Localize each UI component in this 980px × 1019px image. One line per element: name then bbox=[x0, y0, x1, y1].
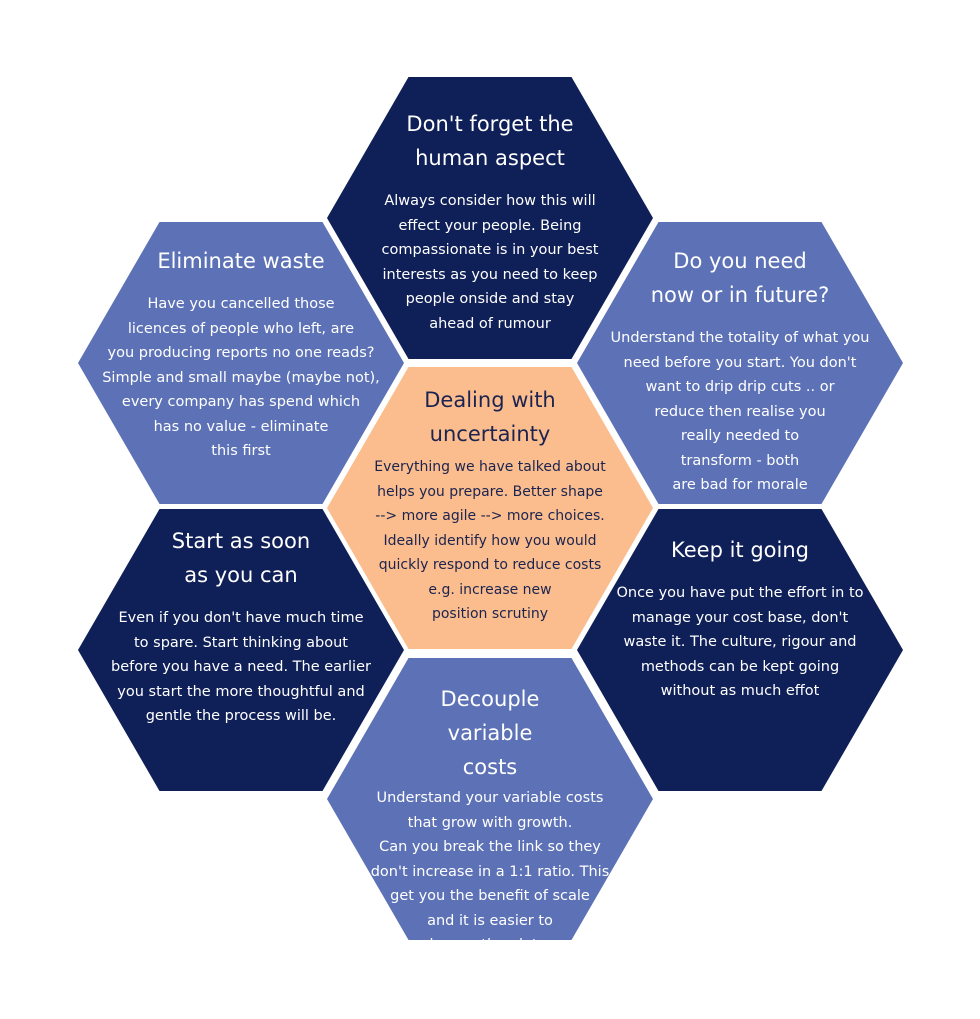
hexagon-body: Understand the totality of what you need… bbox=[610, 330, 870, 493]
hexagon-decouple-variable-costs: Decouple variable costs Understand your … bbox=[327, 658, 653, 940]
hexagon-title: Dealing with uncertainty bbox=[424, 388, 556, 446]
hexagon-body: Always consider how this will effect you… bbox=[381, 193, 599, 332]
hexagon-body: Have you cancelled those licences of peo… bbox=[102, 296, 380, 459]
hexagon-body: Everything we have talked about helps yo… bbox=[374, 459, 606, 622]
hexagon-title: Don't forget the human aspect bbox=[406, 112, 574, 170]
hexagon-body: Once you have put the effort in to manag… bbox=[616, 585, 864, 699]
hexagon-title: Eliminate waste bbox=[157, 249, 325, 273]
hexagon-title: Decouple variable costs bbox=[440, 687, 540, 779]
hexagon-start-as-soon: Start as soon as you can Even if you don… bbox=[78, 509, 404, 791]
hexagon-title: Start as soon as you can bbox=[171, 529, 311, 587]
hexagon-title: Keep it going bbox=[671, 538, 809, 562]
hexagon-body: Understand your variable costs that grow… bbox=[370, 790, 610, 953]
hexagon-body: Even if you don't have much time to spar… bbox=[111, 610, 371, 724]
hexagon-title: Do you need now or in future? bbox=[650, 249, 830, 307]
